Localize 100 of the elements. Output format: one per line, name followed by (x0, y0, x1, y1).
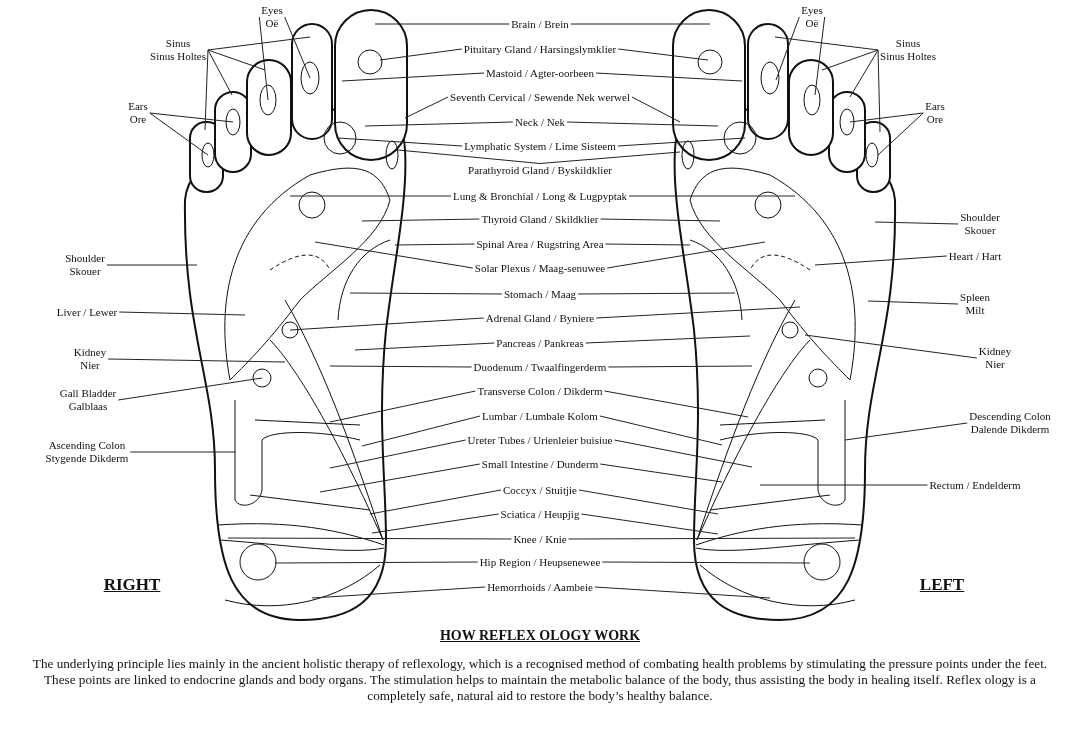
leader-line (394, 243, 475, 246)
part-label: Brain / Brein (511, 17, 569, 31)
leader-line (617, 48, 709, 61)
leader-line (129, 451, 236, 453)
part-label: Skouer (963, 224, 997, 237)
leader-line (204, 49, 209, 131)
leader-line (118, 311, 246, 316)
leader-line (374, 23, 510, 25)
part-label: Seventh Cervical / Sewende Nek werwel (450, 90, 630, 104)
part-label: Knee / Knie (513, 532, 567, 546)
part-label: Kidney (978, 345, 1012, 358)
leader-line (361, 218, 480, 222)
leader-line (539, 151, 681, 164)
leader-line (585, 335, 751, 344)
leader-line (606, 241, 766, 269)
leader-line (599, 463, 723, 483)
part-label: Milt (964, 304, 986, 317)
part-label: Shoulder (960, 211, 1000, 224)
leader-line (874, 221, 959, 225)
leader-line (207, 49, 266, 71)
leader-line (814, 16, 826, 96)
leader-line (341, 72, 485, 82)
leader-line (600, 218, 721, 222)
part-label: Heart / Hart (948, 249, 1002, 263)
leader-line (601, 561, 811, 564)
leader-line (604, 390, 749, 418)
part-label: Eyes (261, 4, 283, 17)
part-label: Shoulder (65, 252, 105, 265)
leader-line (274, 561, 479, 564)
leader-line (613, 439, 753, 468)
part-label: Sinus (894, 37, 922, 50)
part-label: Ureter Tubes / Urienleier buisiue (467, 433, 613, 447)
leader-line (595, 306, 801, 319)
leader-line (577, 292, 736, 295)
leader-line (149, 112, 209, 156)
leader-line (631, 96, 681, 123)
leader-line (759, 484, 928, 486)
side-label: RIGHT (103, 575, 161, 595)
leader-line (594, 586, 771, 599)
part-label: Solar Plexus / Maag-senuwee (474, 261, 606, 275)
leader-line (570, 23, 711, 25)
leader-line (107, 358, 286, 363)
part-label: Stygende Dikderm (45, 452, 129, 465)
leader-line (289, 317, 485, 331)
leader-line (361, 415, 481, 447)
part-label: Oë (804, 17, 820, 30)
leader-line (578, 489, 719, 515)
part-label: Ears (128, 100, 148, 113)
leader-line (397, 149, 541, 164)
part-label: Neck / Nek (514, 115, 566, 129)
part-label: Sinus Holtes (880, 50, 936, 63)
leader-line (289, 195, 452, 197)
part-label: Adrenal Gland / Byniere (485, 311, 595, 325)
leader-line (311, 586, 486, 599)
leader-line (849, 112, 924, 123)
leader-line (258, 16, 269, 101)
part-label: Spinal Area / Rugstring Area (476, 237, 604, 251)
part-label: Liver / Lewer (56, 305, 118, 319)
part-label: Nier (79, 359, 101, 372)
part-label: Skouer (68, 265, 102, 278)
part-label: Ore (128, 113, 148, 126)
part-label: Sinus Holtes (150, 50, 206, 63)
part-label: Ears (925, 100, 945, 113)
part-label: Pancreas / Pankreas (496, 336, 584, 350)
part-label: Nier (984, 358, 1006, 371)
part-label: Hip Region / Heupsenewee (479, 555, 601, 569)
leader-line (314, 241, 474, 269)
part-label: Hemorrhoids / Aambeie (487, 580, 593, 594)
leader-line (354, 342, 495, 351)
part-label: Transverse Colon / Dikderm (477, 384, 603, 398)
leader-line (599, 415, 723, 446)
leader-line (207, 49, 233, 96)
part-label: Duodenum / Twaalfingerderm (473, 360, 607, 374)
leader-line (867, 300, 959, 305)
leader-line (568, 537, 856, 540)
part-label: Dalende Dikderm (969, 423, 1051, 436)
part-label: Sciatica / Heupjig (500, 507, 580, 521)
leader-line (804, 334, 978, 359)
part-label: Lymphatic System / Lime Sisteem (464, 139, 616, 153)
part-label: Sinus (164, 37, 192, 50)
leader-line (844, 422, 968, 441)
leader-line (337, 137, 463, 147)
part-label: Parathyroid Gland / Byskildklier (468, 163, 612, 177)
leader-line (877, 49, 881, 133)
leader-line (207, 36, 311, 51)
leader-line (349, 292, 503, 295)
leader-line (566, 121, 719, 127)
part-label: Galblaas (67, 400, 109, 413)
leader-line (877, 112, 924, 156)
leader-line (814, 255, 948, 266)
leader-line (617, 137, 746, 147)
leader-line (284, 16, 311, 79)
part-label: Stomach / Maag (503, 287, 577, 301)
part-label: Lumbar / Lumbale Kolom (482, 409, 598, 423)
leader-line (329, 439, 467, 469)
leader-line (595, 72, 743, 82)
leader-line (149, 112, 234, 123)
part-label: Descending Colon (969, 410, 1051, 423)
leader-line (371, 513, 500, 534)
leader-line (329, 390, 476, 423)
